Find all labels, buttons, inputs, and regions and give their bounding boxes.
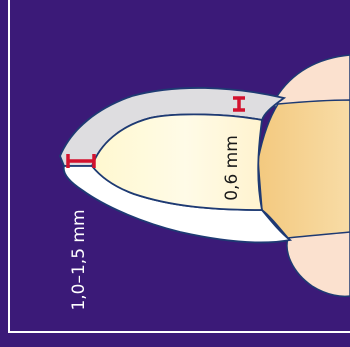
tooth-abutment [258, 100, 350, 238]
shell-thickness-label: 0,6 mm [222, 135, 242, 201]
edge-thickness-label: 1,0–1,5 mm [69, 209, 89, 310]
